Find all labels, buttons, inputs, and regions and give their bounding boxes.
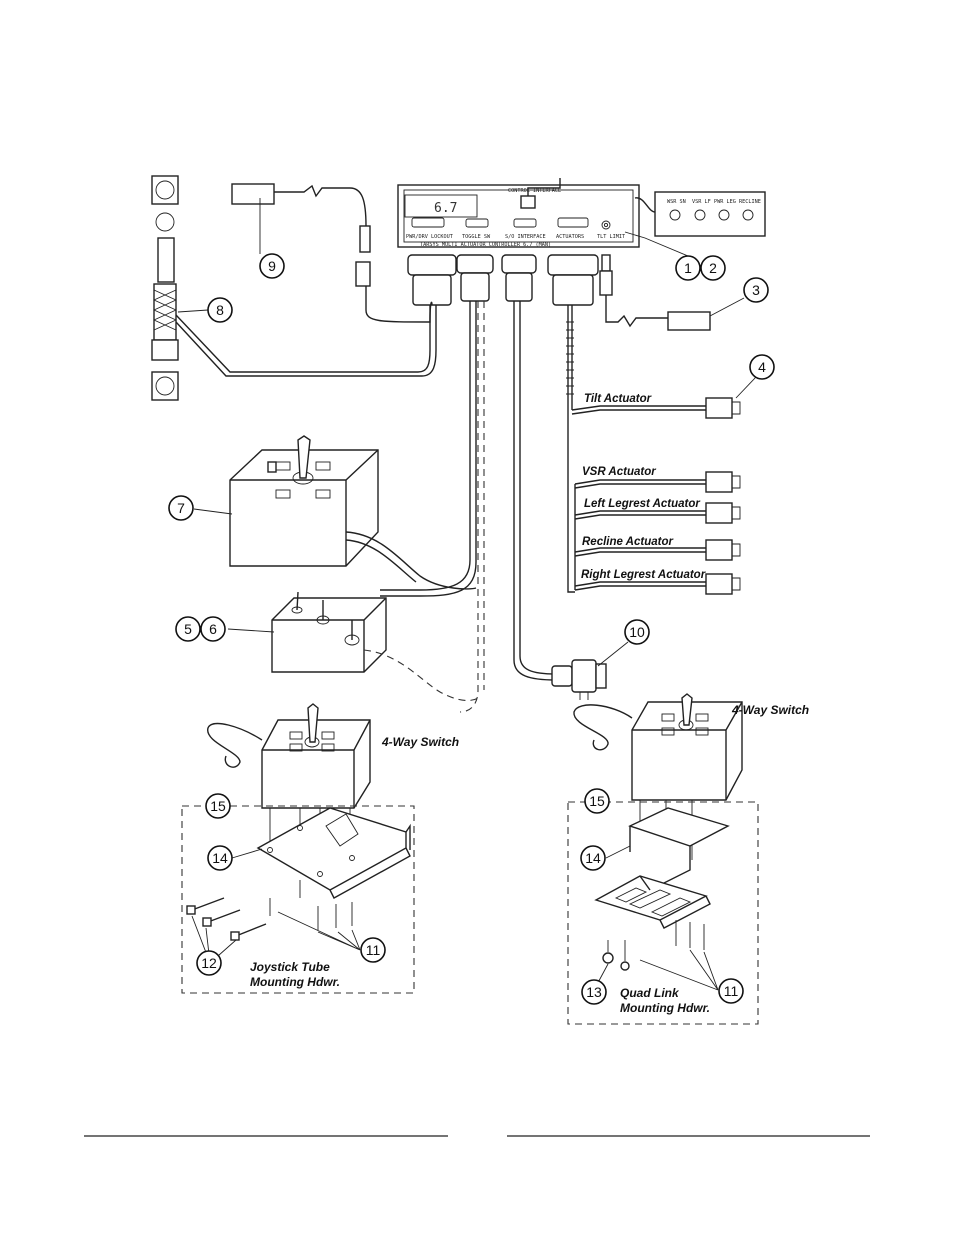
control-interface-label: CONTROL INTERFACE — [508, 188, 561, 194]
dial-label-4: RECLINE — [739, 199, 761, 205]
svg-text:15: 15 — [210, 798, 226, 814]
svg-text:11: 11 — [724, 983, 739, 999]
callout-9: 9 — [259, 253, 285, 279]
svg-text:7: 7 — [177, 500, 185, 516]
joystick-hardware-group — [181, 805, 415, 994]
callout-3: 3 — [743, 277, 769, 303]
joystick-hardware-label-line1: Joystick Tube — [250, 960, 330, 974]
item-10-adapter — [551, 659, 607, 700]
item-7-joystick-box — [229, 435, 477, 590]
callout-10: 10 — [624, 619, 650, 645]
port-label-tlt-limit: TLT LIMIT — [597, 234, 625, 240]
svg-text:6: 6 — [209, 621, 217, 637]
dial-board: WSR SN VSR LF PWR LEG RECLINE — [634, 191, 766, 237]
left-4way-switch — [207, 703, 371, 878]
port-label-pwr-lockout: PWR/DRV LOCKOUT — [406, 234, 453, 240]
dial-label-3: PWR LEG — [714, 199, 736, 205]
controller-footer: TARSYS MULTI ACTUATOR CONTROLLER 6.7 (MA… — [420, 242, 551, 248]
right-switch-label: 4-Way Switch — [731, 703, 809, 717]
item-9-module — [231, 183, 433, 323]
svg-text:8: 8 — [216, 302, 224, 318]
db-connectors — [407, 254, 613, 306]
port-label-actuators: ACTUATORS — [556, 234, 584, 240]
port-label-so-interface: S/O INTERFACE — [505, 234, 546, 240]
right-screws — [602, 920, 705, 971]
callout-7: 7 — [168, 495, 194, 521]
callout-6: 6 — [200, 616, 226, 642]
actuator-harness — [566, 305, 706, 593]
callout-14-left: 14 — [207, 845, 233, 871]
item-5-6-toggle-box — [271, 591, 479, 702]
svg-text:15: 15 — [589, 793, 605, 809]
actuator-label-vsr: VSR Actuator — [582, 466, 656, 478]
callout-11-left: 11 — [360, 937, 386, 963]
item-8-xlr-cable — [151, 175, 437, 401]
svg-text:9: 9 — [268, 258, 276, 274]
svg-text:12: 12 — [201, 955, 217, 971]
actuator-label-recline: Recline Actuator — [582, 536, 673, 548]
svg-text:4: 4 — [758, 359, 766, 375]
callout-14-right: 14 — [580, 845, 606, 871]
dial-label-1: WSR SN — [667, 199, 686, 205]
controller-box: 6.7 CONTROL INTERFACE PWR/DRV LOCKOUT TO… — [397, 184, 640, 248]
callout-11-right: 11 — [718, 978, 744, 1004]
callout-1: 1 — [675, 255, 701, 281]
callout-8: 8 — [207, 297, 233, 323]
callout-15-right: 15 — [584, 788, 610, 814]
controller-display: 6.7 — [434, 201, 457, 216]
svg-text:14: 14 — [585, 850, 601, 866]
right-bracket — [594, 807, 730, 929]
left-screws — [186, 880, 353, 941]
svg-text:5: 5 — [184, 621, 192, 637]
svg-text:3: 3 — [752, 282, 760, 298]
joystick-hardware-label-line2: Mounting Hdwr. — [250, 975, 340, 989]
callout-2: 2 — [700, 255, 726, 281]
port-label-toggle-sw: TOGGLE SW — [462, 234, 491, 240]
svg-text:14: 14 — [212, 850, 228, 866]
item-3-module — [667, 311, 711, 331]
right-4way-switch — [573, 693, 743, 860]
callout-12: 12 — [196, 950, 222, 976]
callout-13: 13 — [581, 979, 607, 1005]
svg-text:1: 1 — [684, 260, 692, 276]
actuator-label-tilt: Tilt Actuator — [584, 393, 652, 405]
svg-text:13: 13 — [586, 984, 602, 1000]
svg-text:11: 11 — [366, 942, 381, 958]
callout-5: 5 — [175, 616, 201, 642]
actuator-connectors — [705, 397, 741, 595]
left-bracket — [256, 807, 411, 899]
callout-15-left: 15 — [205, 793, 231, 819]
callout-4: 4 — [749, 354, 775, 380]
dial-label-2: VSR LF — [692, 199, 711, 205]
quad-hardware-label-line1: Quad Link — [620, 986, 680, 1000]
left-switch-label: 4-Way Switch — [381, 735, 459, 749]
quad-hardware-label-line2: Mounting Hdwr. — [620, 1001, 710, 1015]
actuator-label-left-legrest: Left Legrest Actuator — [584, 498, 700, 510]
svg-text:2: 2 — [709, 260, 717, 276]
svg-text:10: 10 — [629, 624, 645, 640]
quad-link-hardware-group — [567, 801, 759, 1025]
actuator-label-right-legrest: Right Legrest Actuator — [581, 569, 706, 581]
